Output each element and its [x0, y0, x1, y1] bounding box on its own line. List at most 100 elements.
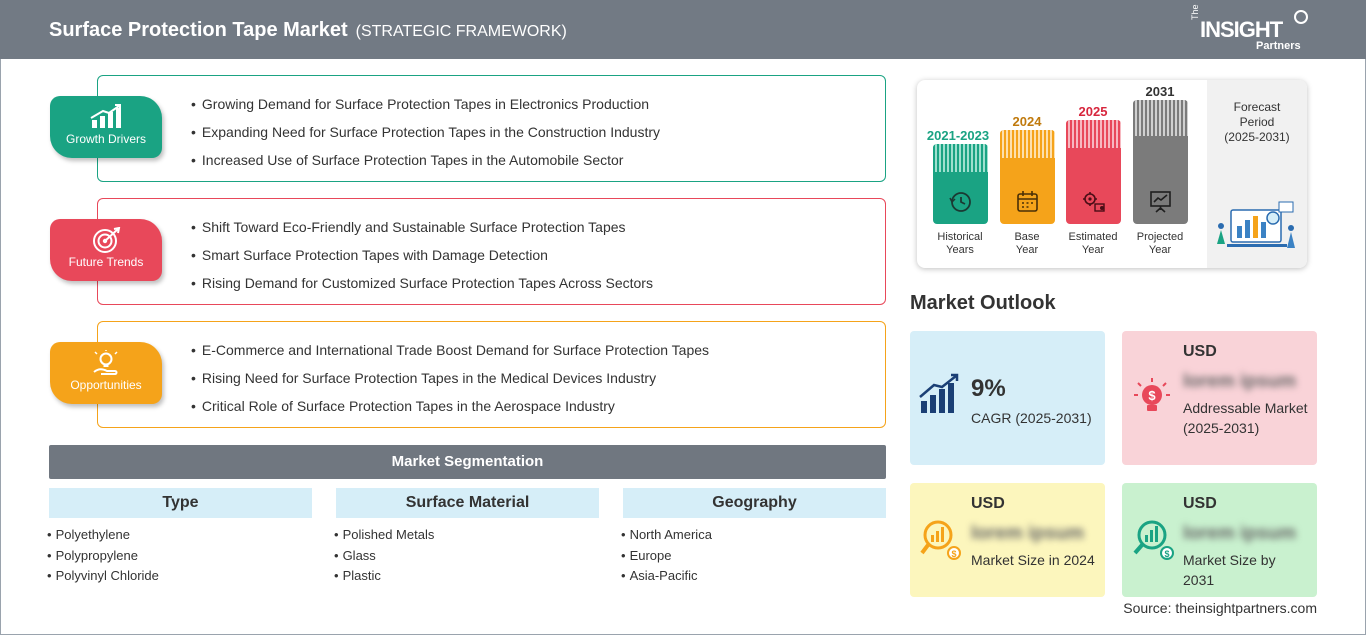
calendar-icon: [1017, 191, 1038, 212]
opportunities-label: Opportunities: [70, 378, 142, 392]
list-item: Critical Role of Surface Protection Tape…: [191, 397, 709, 425]
caption-line-2: Years: [946, 244, 974, 256]
bar-stripes: [933, 144, 988, 172]
growth-drivers-badge: Growth Drivers: [50, 96, 162, 158]
bar-caption: Base Year: [992, 231, 1062, 257]
caption-line-2: Year: [1081, 244, 1105, 256]
caption-line-2: Year: [1148, 244, 1172, 256]
year-label: 2031: [1145, 84, 1175, 99]
opportunities-badge: Opportunities: [50, 342, 162, 404]
list-item: Expanding Need for Surface Protection Ta…: [191, 123, 660, 151]
future-trends-box: Shift Toward Eco-Friendly and Sustainabl…: [97, 198, 886, 305]
addressable-market-label: Addressable Market (2025-2031): [1183, 400, 1308, 436]
list-item: Plastic: [334, 567, 434, 588]
logo-insight: INSIGHT: [1200, 17, 1283, 42]
year-label: 2025: [1078, 104, 1108, 119]
list-item: Europe: [621, 547, 712, 568]
future-trends-badge: Future Trends: [50, 219, 162, 281]
currency-label: USD: [1183, 495, 1217, 512]
list-item: Polyvinyl Chloride: [47, 567, 159, 588]
currency-label: USD: [1183, 343, 1217, 360]
market-size-2031-label: Market Size by 2031: [1183, 552, 1276, 588]
market-size-2031-card: USD lorem ipsum $ Market Size by 2031: [1122, 483, 1317, 597]
list-item: Polished Metals: [334, 526, 435, 547]
timeline-card: Forecast Period (2025-2031) 2021-2023: [917, 80, 1307, 268]
list-item: Rising Demand for Customized Surface Pro…: [191, 274, 653, 302]
estimate-gears-icon: [1083, 192, 1105, 212]
forecast-panel: Forecast Period (2025-2031): [1207, 80, 1307, 268]
list-item: Polyethylene: [47, 526, 159, 547]
segmentation-title: Market Segmentation: [49, 445, 886, 479]
logo-the: The: [1190, 4, 1200, 20]
header-bar: Surface Protection Tape Market (STRATEGIC…: [0, 0, 1366, 59]
currency-label: USD: [971, 495, 1005, 512]
year-label: 2021-2023: [926, 128, 990, 143]
blurred-value: lorem ipsum: [1183, 523, 1296, 544]
caption-line-2: Year: [1015, 244, 1039, 256]
list-item: North America: [621, 526, 712, 547]
logo-ring-icon: [1294, 10, 1308, 24]
cagr-label: CAGR (2025-2031): [971, 410, 1092, 426]
year-label: 2024: [1012, 114, 1042, 129]
caption-line-1: Historical: [937, 231, 983, 243]
future-trends-label: Future Trends: [68, 255, 144, 269]
cagr-card: 9% CAGR (2025-2031): [910, 331, 1105, 465]
opportunities-list: E-Commerce and International Trade Boost…: [191, 341, 709, 425]
lightbulb-hand-icon: [93, 350, 118, 375]
opportunities-box: E-Commerce and International Trade Boost…: [97, 321, 886, 428]
svg-text:$: $: [1148, 388, 1156, 403]
source-credit[interactable]: Source: theinsightpartners.com: [1123, 600, 1317, 616]
analytics-people-icon: [1217, 201, 1295, 248]
title-subtitle: (STRATEGIC FRAMEWORK): [355, 23, 567, 40]
caption-line-1: Base: [1014, 231, 1040, 243]
list-item: Shift Toward Eco-Friendly and Sustainabl…: [191, 218, 653, 246]
growth-chart-icon: [919, 373, 959, 413]
list-item: Smart Surface Protection Tapes with Dama…: [191, 246, 653, 274]
list-item: Increased Use of Surface Protection Tape…: [191, 151, 660, 179]
timeline-bar-base: [1000, 130, 1055, 224]
bar-stripes: [1066, 120, 1121, 148]
forecast-line-3: (2025-2031): [1224, 130, 1290, 144]
market-outlook-title: Market Outlook: [910, 292, 1056, 314]
growth-drivers-box: Growing Demand for Surface Protection Ta…: [97, 75, 886, 182]
blurred-value: lorem ipsum: [1183, 371, 1296, 392]
insight-partners-logo[interactable]: The INSIGHT Partners: [1190, 4, 1310, 54]
growth-drivers-label: Growth Drivers: [65, 132, 146, 146]
history-icon: [949, 192, 971, 212]
bar-stripes: [1133, 100, 1188, 136]
market-size-2024-label: Market Size in 2024: [971, 552, 1095, 568]
addressable-market-card: USD lorem ipsum $ Addressable Market (20…: [1122, 331, 1317, 465]
list-item: Growing Demand for Surface Protection Ta…: [191, 95, 660, 123]
list-item: Polypropylene: [47, 547, 159, 568]
caption-line-1: Estimated: [1068, 231, 1118, 243]
cagr-value: 9%: [971, 375, 1006, 402]
bar-caption: Historical Years: [925, 231, 995, 257]
bar-stripes: [1000, 130, 1055, 158]
bar-caption: Projected Year: [1125, 231, 1195, 257]
list-item: E-Commerce and International Trade Boost…: [191, 341, 709, 369]
logo-partners: Partners: [1256, 40, 1301, 52]
blurred-value: lorem ipsum: [971, 523, 1084, 544]
svg-text:$: $: [951, 549, 956, 559]
magnifier-chart-icon: $: [1133, 520, 1174, 560]
growth-chart-icon: [90, 104, 121, 128]
segment-heading-surface-material: Surface Material: [336, 488, 599, 518]
svg-text:$: $: [1164, 549, 1169, 559]
magnifier-chart-icon: $: [920, 520, 961, 560]
market-size-2024-card: USD lorem ipsum $ Market Size in 2024: [910, 483, 1105, 597]
title-text: Surface Protection Tape Market: [49, 19, 348, 41]
forecast-line-2: Period: [1239, 115, 1275, 129]
future-trends-list: Shift Toward Eco-Friendly and Sustainabl…: [191, 218, 653, 302]
segment-heading-type: Type: [49, 488, 312, 518]
growth-drivers-list: Growing Demand for Surface Protection Ta…: [191, 95, 660, 179]
segment-list-geography: North America Europe Asia-Pacific: [621, 526, 712, 588]
forecast-line-1: Forecast: [1233, 100, 1281, 114]
bar-caption: Estimated Year: [1058, 231, 1128, 257]
segment-heading-geography: Geography: [623, 488, 886, 518]
segment-list-surface-material: Polished Metals Glass Plastic: [334, 526, 435, 588]
timeline-bar-estimated: [1066, 120, 1121, 224]
caption-line-1: Projected: [1136, 231, 1184, 243]
segment-list-type: Polyethylene Polypropylene Polyvinyl Chl…: [47, 526, 159, 588]
list-item: Rising Need for Surface Protection Tapes…: [191, 369, 709, 397]
timeline-bar-historical: [933, 144, 988, 224]
